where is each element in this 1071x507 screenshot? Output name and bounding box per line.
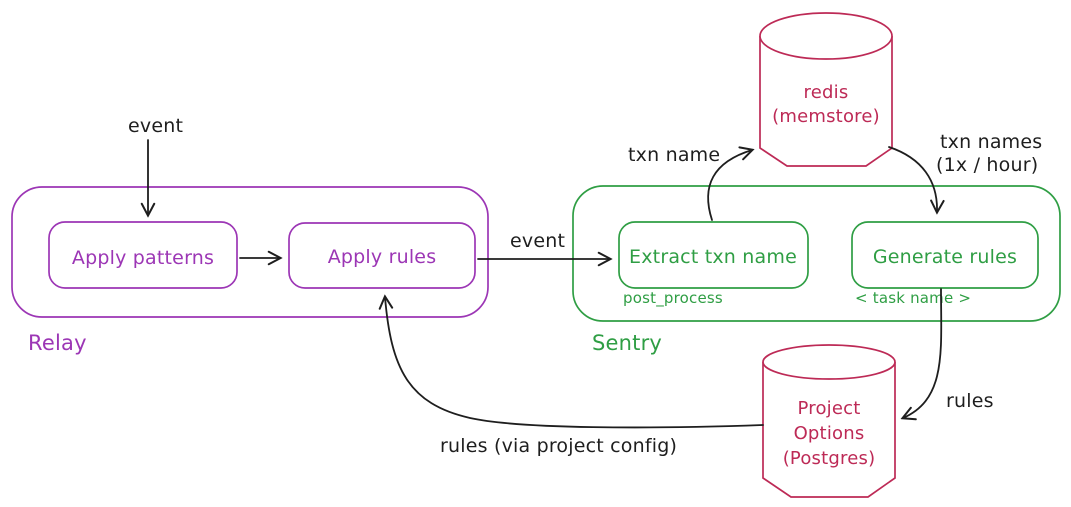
apply-patterns-box	[48, 221, 238, 289]
relay-label: Relay	[28, 331, 87, 355]
txn-names-label-line1: txn names	[940, 131, 1042, 153]
redis-cylinder: redis (memstore)	[759, 12, 893, 167]
arrow-project-config-to-apply-rules	[385, 297, 764, 429]
relay-container-outline	[11, 186, 489, 318]
event-mid-label: event	[510, 230, 565, 252]
project-options-line1: Project	[798, 398, 861, 419]
apply-rules-box	[288, 222, 476, 289]
arrow-txn-name-to-redis	[707, 150, 752, 221]
txn-names-label-line2: (1x / hour)	[936, 154, 1038, 176]
extract-txn-name-label: Extract txn name	[629, 246, 797, 268]
redis-cylinder-body	[759, 36, 893, 167]
arrow-redis-to-generate-rules	[888, 146, 937, 212]
txn-name-label: txn name	[628, 144, 720, 166]
project-options-line3: (Postgres)	[783, 448, 876, 469]
project-options-cylinder: Project Options (Postgres)	[762, 344, 896, 498]
generate-rules-box	[851, 221, 1039, 289]
project-options-line2: Options	[794, 423, 865, 444]
redis-subtitle-label: (memstore)	[772, 106, 880, 127]
apply-rules-label: Apply rules	[328, 246, 437, 268]
relay-container: Apply patterns Apply rules Relay	[11, 186, 489, 355]
sentry-container: Extract txn name post_process Generate r…	[572, 185, 1061, 355]
rules-via-config-label: rules (via project config)	[440, 435, 677, 457]
task-name-label: < task name >	[855, 289, 971, 307]
generate-rules-label: Generate rules	[873, 246, 1017, 268]
extract-txn-name-box	[618, 221, 809, 289]
redis-cylinder-top	[759, 12, 893, 60]
sentry-label: Sentry	[592, 331, 662, 355]
project-options-cylinder-top	[762, 344, 896, 380]
post-process-label: post_process	[623, 289, 723, 308]
rules-label: rules	[946, 390, 994, 412]
sentry-container-outline	[572, 185, 1061, 322]
apply-patterns-label: Apply patterns	[72, 247, 214, 269]
arrow-rules-to-project-options	[903, 288, 943, 418]
redis-name-label: redis	[804, 82, 849, 103]
project-options-cylinder-body	[762, 362, 896, 498]
event-in-label: event	[128, 115, 183, 137]
